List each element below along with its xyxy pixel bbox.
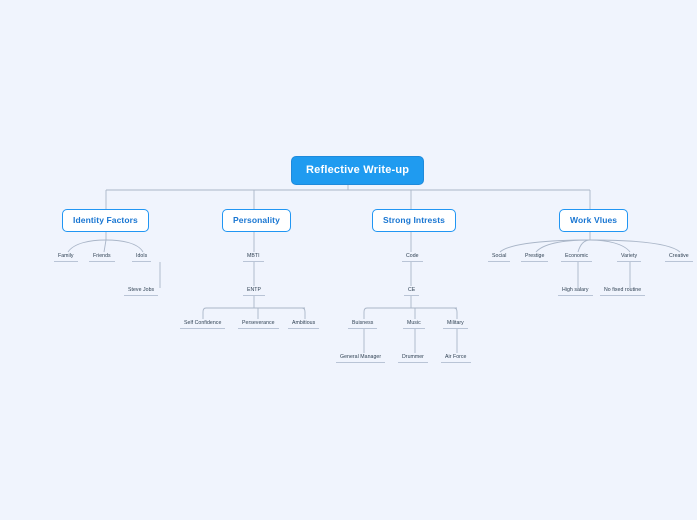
node-idols[interactable]: Idols bbox=[132, 253, 152, 262]
node-strong-intrests[interactable]: Strong Intrests bbox=[372, 209, 456, 232]
node-creative[interactable]: Creative bbox=[665, 253, 693, 262]
connector-values-creative bbox=[589, 239, 681, 253]
node-no-fixed-routine[interactable]: No fixed routine bbox=[600, 287, 646, 296]
node-prestige[interactable]: Prestige bbox=[521, 253, 549, 262]
node-family[interactable]: Family bbox=[54, 253, 78, 262]
node-variety[interactable]: Variety bbox=[617, 253, 642, 262]
node-high-salary[interactable]: High salary bbox=[558, 287, 593, 296]
node-mbti[interactable]: MBTI bbox=[243, 253, 264, 262]
connector-entp-bus bbox=[202, 307, 306, 319]
node-ambitious[interactable]: Ambitious bbox=[288, 320, 320, 329]
connector-ce-bus bbox=[363, 307, 458, 319]
connector-values-prestige bbox=[535, 239, 591, 253]
node-air-force[interactable]: Air Force bbox=[441, 354, 471, 363]
connector-identity-idols bbox=[105, 239, 144, 253]
node-general-manager[interactable]: General Manager bbox=[336, 354, 386, 363]
node-ce[interactable]: CE bbox=[404, 287, 420, 296]
node-economic[interactable]: Economic bbox=[561, 253, 593, 262]
node-identity-factors[interactable]: Identity Factors bbox=[62, 209, 149, 232]
node-personality[interactable]: Personality bbox=[222, 209, 291, 232]
node-drummer[interactable]: Drummer bbox=[398, 354, 428, 363]
connector-values-social bbox=[499, 239, 591, 253]
node-social[interactable]: Social bbox=[488, 253, 511, 262]
connector-values-economic bbox=[577, 239, 591, 253]
node-military[interactable]: Military bbox=[443, 320, 468, 329]
connector-values-variety bbox=[589, 239, 631, 253]
node-self-confidence[interactable]: Self Confidence bbox=[180, 320, 226, 329]
connector-identity-friends bbox=[103, 239, 107, 253]
node-root[interactable]: Reflective Write-up bbox=[291, 156, 425, 185]
connector-identity-family bbox=[67, 239, 107, 253]
node-buisness[interactable]: Buisness bbox=[348, 320, 378, 329]
node-steve-jobs[interactable]: Steve Jobs bbox=[124, 287, 159, 296]
node-friends[interactable]: Friends bbox=[89, 253, 115, 262]
node-entp[interactable]: ENTP bbox=[243, 287, 266, 296]
node-perseverance[interactable]: Perseverance bbox=[238, 320, 279, 329]
node-music[interactable]: Music bbox=[403, 320, 425, 329]
node-code[interactable]: Code bbox=[402, 253, 423, 262]
node-work-vlues[interactable]: Work Vlues bbox=[559, 209, 629, 232]
